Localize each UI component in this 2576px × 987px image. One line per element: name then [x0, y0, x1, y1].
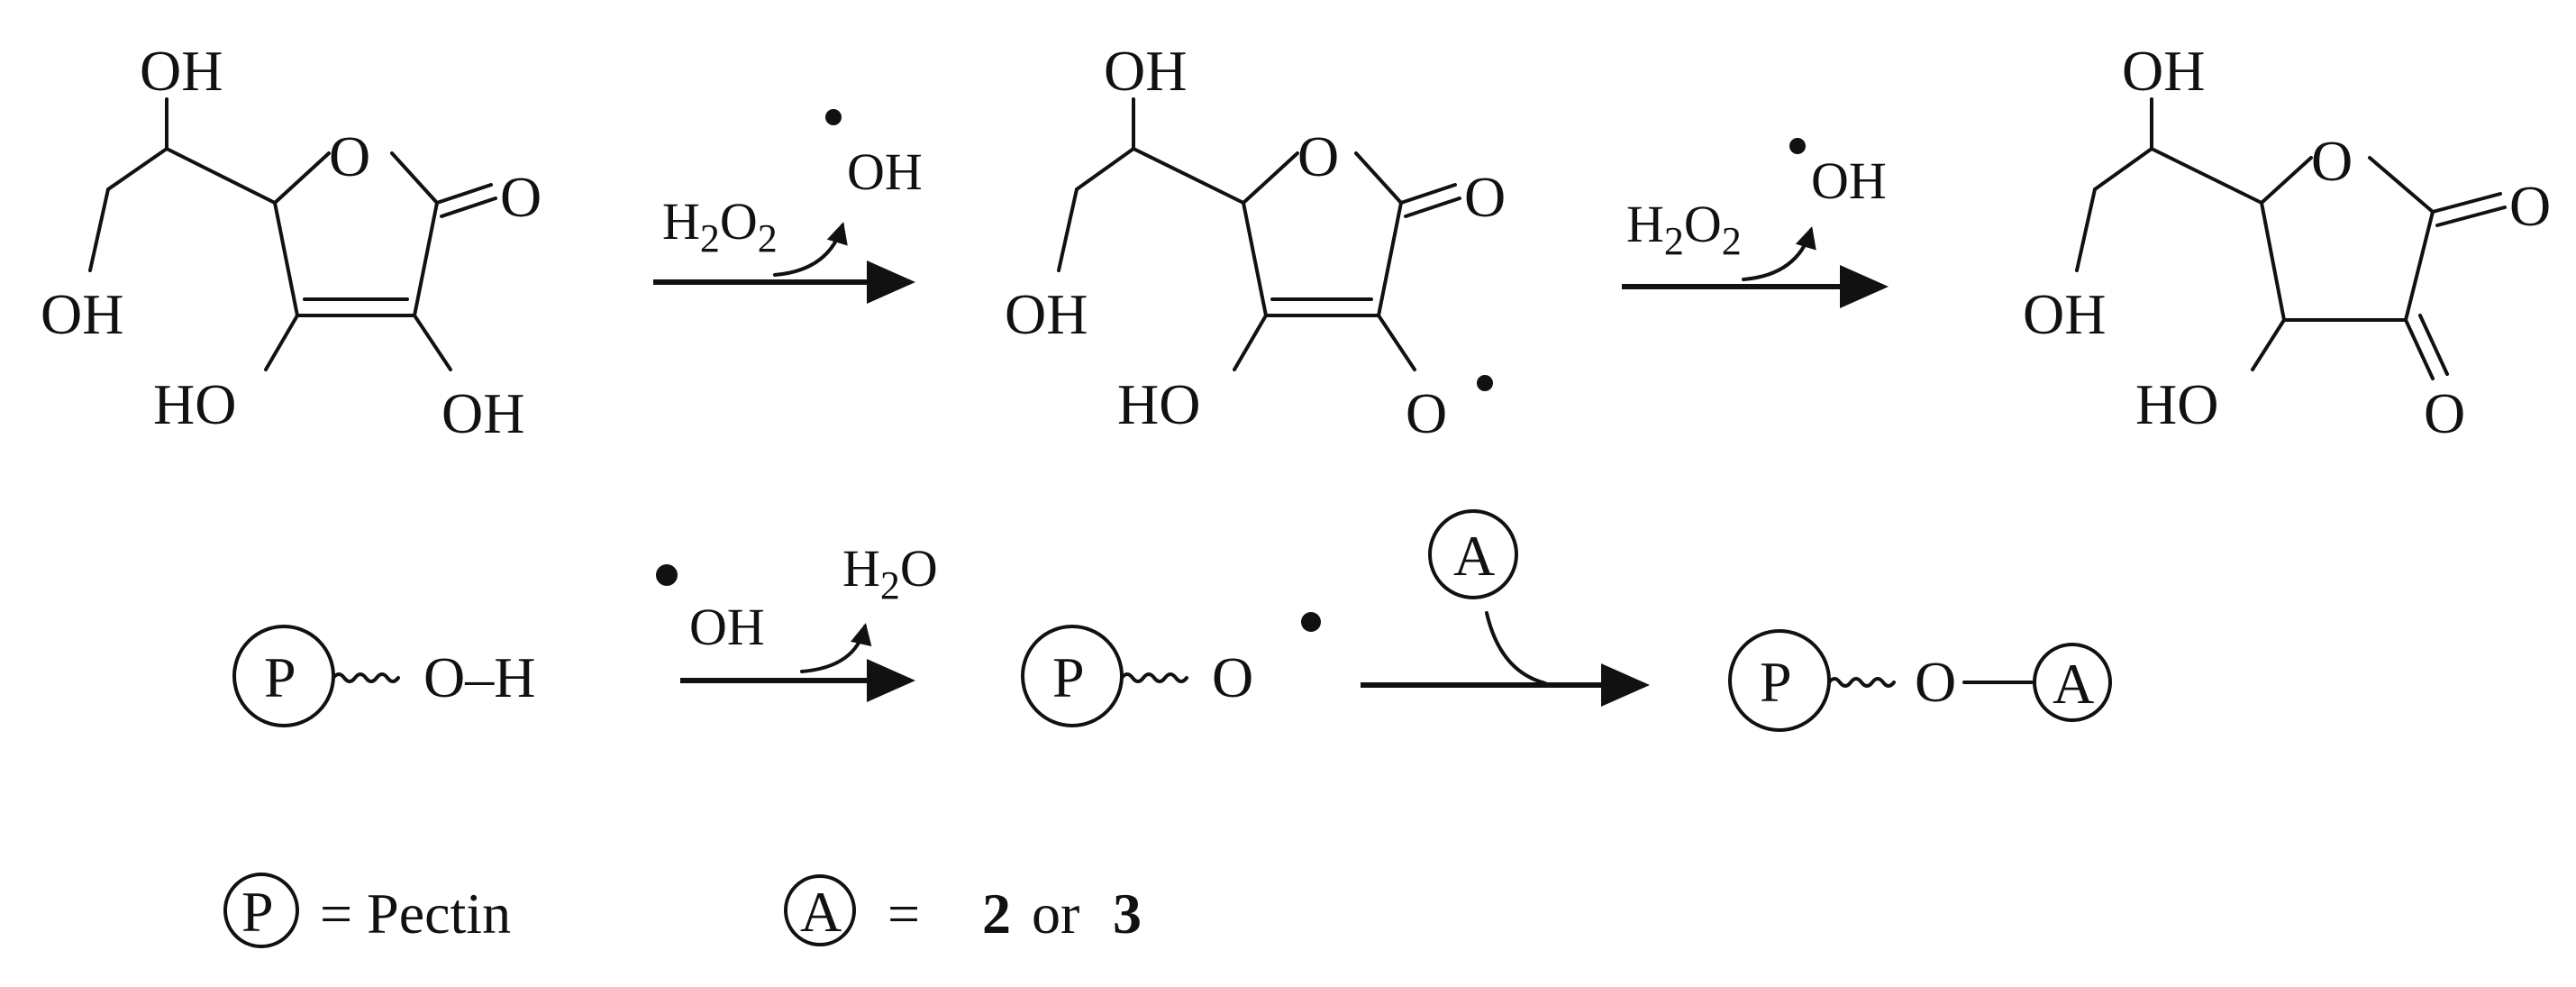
adduct-equals: = [887, 882, 920, 946]
carbonyl-oxygen-label: O [1464, 165, 1506, 229]
reaction-arrow-3: OH H2O [656, 539, 938, 702]
compound-3-label: 3 [1113, 882, 1142, 946]
oh-label: OH [41, 282, 123, 346]
pectin-radical: P O [1021, 612, 1321, 727]
adduct-circle [1428, 509, 1518, 599]
oh-label: OH [2122, 39, 2205, 103]
adduct-circle [784, 874, 856, 946]
curved-bond [1485, 611, 1547, 685]
ring-oxygen-label: O [329, 124, 370, 188]
adduct-symbol: A [1453, 524, 1495, 588]
pectin-symbol: P [1760, 650, 1792, 714]
wavy-bond [332, 672, 400, 683]
h2o2-reagent: H2O2 [1626, 195, 1742, 263]
pectin-symbol: P [241, 880, 274, 944]
ho-label: HO [1117, 372, 1200, 436]
radical-dot [1301, 612, 1321, 632]
oh-label: OH [1104, 39, 1187, 103]
ring-oxygen-label: O [1297, 124, 1339, 188]
oh-label: OH [1005, 282, 1088, 346]
ho-label: HO [153, 372, 236, 436]
water-byproduct: H2O [842, 539, 938, 608]
pectin-symbol: P [1052, 645, 1085, 709]
carbonyl-oxygen-label: O [500, 165, 542, 229]
or-label: or [1032, 882, 1079, 946]
adduct-symbol: A [2053, 652, 2094, 716]
compound-2-label: 2 [982, 882, 1011, 946]
hydroxyl-radical-label: OH [847, 142, 923, 201]
h2o2-reagent: H2O2 [662, 192, 778, 260]
hydroxyl-radical-label: OH [1811, 151, 1887, 210]
pectin-definition: = Pectin [320, 882, 511, 946]
grafted-product: P O A [1728, 629, 2112, 732]
radical-dot [1789, 138, 1806, 154]
carbonyl-oxygen-label: O [2424, 381, 2465, 445]
radical-oxygen-label: O [1212, 645, 1253, 709]
pectin-start: P O–H [232, 625, 535, 727]
reaction-arrow-4: A [1361, 509, 1650, 707]
ho-label: HO [2135, 372, 2218, 436]
hydroxyl-radical-label: OH [689, 598, 765, 656]
oh-label: OH [140, 39, 223, 103]
radical-oxygen-label: O [1406, 381, 1447, 445]
product-oxygen-label: O [1915, 650, 1956, 714]
pectin-symbol: P [264, 645, 296, 709]
reaction-arrow-1: H2O2 OH [653, 109, 923, 304]
adduct-symbol: A [800, 880, 842, 944]
wavy-bond [1120, 672, 1188, 683]
hydroxyl-group-label: O–H [423, 645, 535, 709]
adduct-circle [2033, 643, 2112, 722]
ascorbic-acid-structure: OH OH O O HO OH [41, 39, 542, 445]
radical-dot [825, 109, 842, 125]
legend: P = Pectin A = 2 or 3 [223, 873, 1142, 948]
oh-label: OH [441, 381, 524, 445]
reaction-arrow-2: H2O2 OH [1622, 138, 1889, 308]
ascorbyl-radical-structure: OH OH O O HO O [1005, 39, 1506, 445]
wavy-bond [1827, 677, 1896, 688]
dehydroascorbic-acid-structure: OH OH O O HO O [2023, 39, 2551, 445]
carbonyl-oxygen-label: O [2509, 174, 2551, 238]
oh-label: OH [2023, 282, 2106, 346]
pectin-circle [223, 873, 299, 948]
radical-dot [1477, 375, 1493, 391]
ring-oxygen-label: O [2311, 129, 2353, 193]
radical-dot [656, 564, 678, 586]
